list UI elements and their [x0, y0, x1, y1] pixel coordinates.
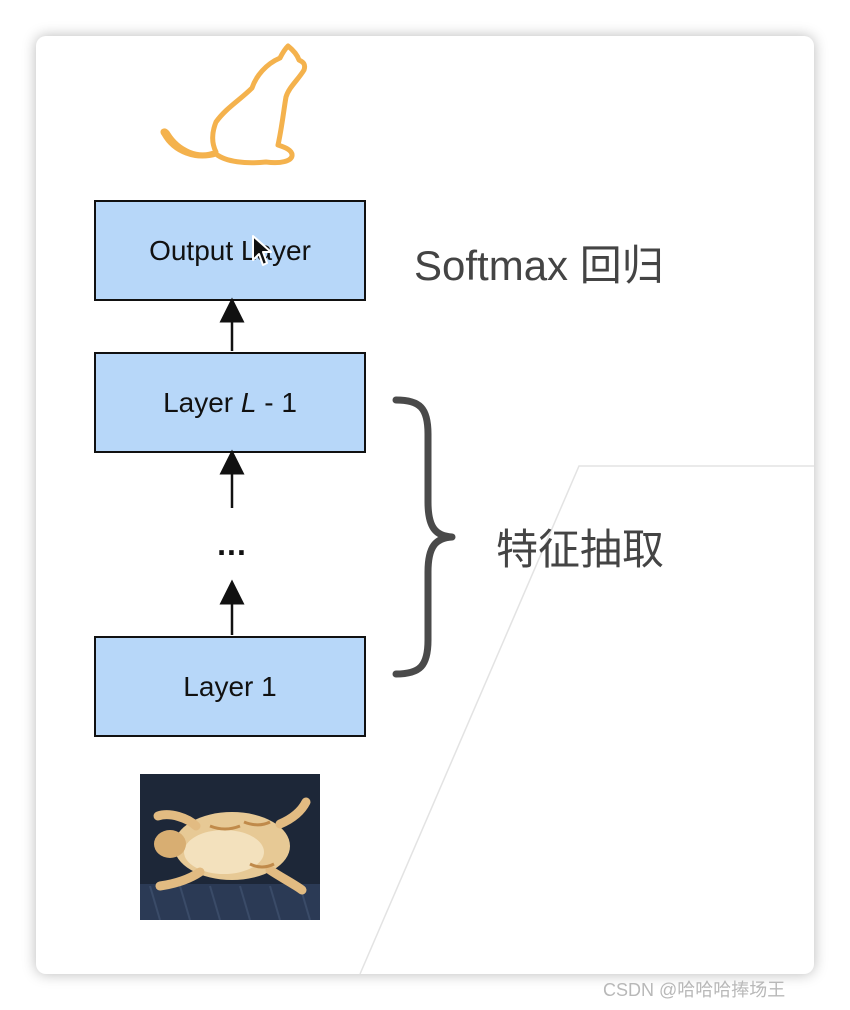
feature-extraction-label: 特征抽取 — [496, 526, 665, 573]
layer-l-variable: L — [240, 386, 257, 418]
slide-card: Output Layer Layer L - 1 ... Layer 1 Sof… — [36, 36, 814, 974]
layer-1-box: Layer 1 — [94, 636, 366, 737]
curly-brace-icon — [392, 396, 456, 678]
csdn-watermark: CSDN @哈哈哈捧场王 — [603, 980, 786, 1000]
arrows-layer — [219, 297, 245, 635]
layer-l-suffix: - 1 — [256, 386, 297, 418]
output-layer-box: Output Layer — [94, 200, 366, 301]
layer-l-minus-1-label: Layer L - 1 — [163, 387, 297, 419]
cat-photo-illustration — [140, 774, 320, 920]
cat-photo — [140, 774, 320, 920]
layer-l-prefix: Layer — [163, 386, 241, 418]
mouse-pointer-icon — [252, 235, 272, 266]
ellipsis-text: ... — [217, 526, 247, 562]
cat-silhouette-icon — [160, 43, 308, 166]
layer-1-label: Layer 1 — [183, 670, 277, 702]
layer-l-minus-1-box: Layer L - 1 — [94, 352, 366, 453]
softmax-regression-label: Softmax 回归 — [414, 242, 664, 289]
slide-background-line — [359, 465, 814, 974]
output-layer-label: Output Layer — [149, 234, 311, 266]
